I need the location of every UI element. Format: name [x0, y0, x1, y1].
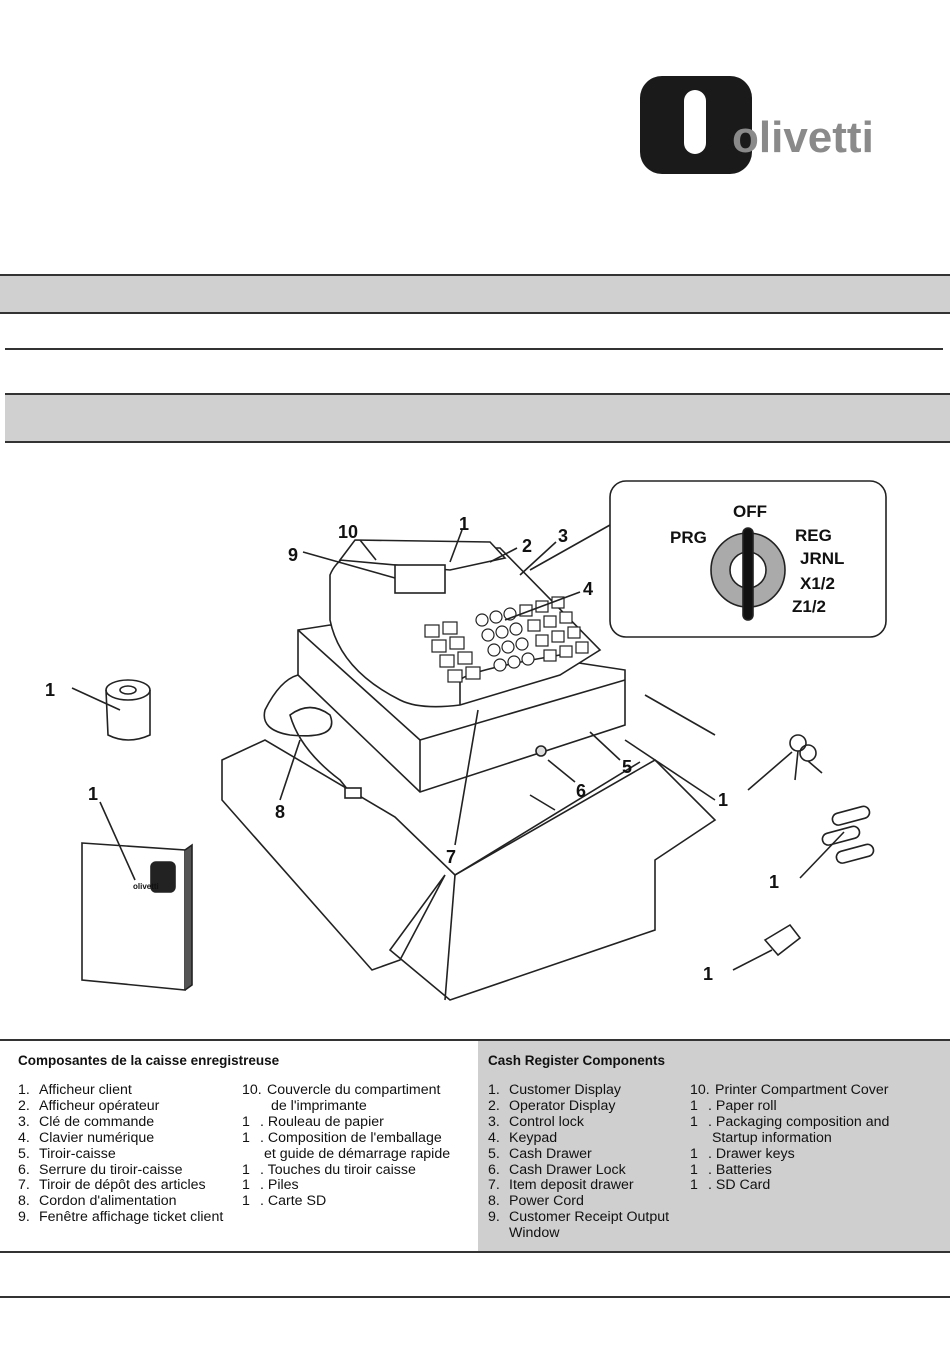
sd-card-drawing	[763, 923, 802, 957]
legend-title-fr: Composantes de la caisse enregistreuse	[18, 1053, 280, 1068]
components-legend: Composantes de la caisse enregistreuse 1…	[0, 1039, 950, 1253]
legend-list-en-1: 1.Customer Display 2.Operator Display 3.…	[488, 1082, 688, 1242]
list-item: 1. Rouleau de papier	[242, 1113, 384, 1130]
key-position-prg: PRG	[670, 528, 707, 547]
list-item: 3.Control lock	[488, 1113, 584, 1130]
key-position-x12: X1/2	[800, 574, 835, 593]
legend-list-en-2: 10.Printer Compartment Cover 1. Paper ro…	[690, 1082, 946, 1194]
list-item: 3.Clé de commande	[18, 1113, 155, 1130]
callout-numbers: 1 1 10 9 1 2 3 4 5 6 7 8 1 1 1	[45, 514, 779, 984]
callout-number: 9	[288, 545, 298, 565]
callout-number: 3	[558, 526, 568, 546]
list-item: 6.Cash Drawer Lock	[488, 1161, 626, 1178]
list-item: 1. Paper roll	[690, 1097, 777, 1114]
legend-list-fr-2: 10.Couvercle du compartiment de l'imprim…	[242, 1082, 474, 1210]
divider-rule	[5, 348, 943, 350]
callout-number: 1	[718, 790, 728, 810]
power-cord	[263, 674, 353, 796]
legend-english: Cash Register Components 1.Customer Disp…	[478, 1041, 950, 1251]
key-position-reg: REG	[795, 526, 832, 545]
olivetti-logo: olivetti	[640, 76, 874, 174]
list-item: 9.Fenêtre affichage ticket client	[18, 1209, 224, 1226]
list-item: 4.Keypad	[488, 1129, 558, 1146]
legend-french: Composantes de la caisse enregistreuse 1…	[0, 1041, 478, 1251]
list-item: 1.Afficheur client	[18, 1082, 132, 1098]
brand-wordmark: olivetti	[732, 113, 874, 162]
header-band-2	[5, 393, 950, 443]
footer-rule	[0, 1296, 950, 1298]
list-item: 1. Carte SD	[242, 1193, 327, 1210]
key-position-labels: OFF PRG REG JRNL X1/2 Z1/2	[670, 502, 844, 616]
box-outline	[221, 739, 717, 1001]
callout-number: 2	[522, 536, 532, 556]
manual-drawing	[81, 842, 193, 991]
list-item: 4.Clavier numérique	[18, 1129, 155, 1146]
list-item: 1. Batteries	[690, 1161, 772, 1178]
key-position-z12: Z1/2	[792, 597, 826, 616]
header-band-1	[0, 274, 950, 314]
list-item: 8.Cordon d'alimentation	[18, 1193, 177, 1210]
manual-brand-label: olivetti	[133, 882, 159, 891]
list-item: 7.Item deposit drawer	[488, 1177, 634, 1194]
drawer-keys-drawing	[789, 734, 823, 781]
list-item: 1. Piles	[242, 1177, 299, 1194]
callout-number: 1	[88, 784, 98, 804]
list-item: 7.Tiroir de dépôt des articles	[18, 1177, 206, 1194]
list-item: 8.Power Cord	[488, 1193, 584, 1210]
callout-number: 8	[275, 802, 285, 822]
key-position-off: OFF	[733, 502, 767, 521]
legend-list-fr-1: 1.Afficheur client 2.Afficheur opérateur…	[18, 1082, 240, 1226]
list-item: 1. Drawer keys	[690, 1145, 795, 1162]
batteries-drawing	[821, 805, 875, 864]
list-item: 1. SD Card	[690, 1177, 771, 1194]
list-item: 5.Tiroir-caisse	[18, 1145, 116, 1162]
callout-number: 1	[769, 872, 779, 892]
callout-number: 1	[703, 964, 713, 984]
list-item: 6.Serrure du tiroir-caisse	[18, 1161, 183, 1178]
callout-number: 6	[576, 781, 586, 801]
callout-number: 1	[45, 680, 55, 700]
callout-number: 4	[583, 579, 593, 599]
list-item: 10.Couvercle du compartiment de l'imprim…	[242, 1082, 441, 1114]
paper-roll-drawing	[105, 679, 151, 741]
callout-number: 7	[446, 847, 456, 867]
key-position-jrnl: JRNL	[800, 549, 844, 568]
list-item: 1. Packaging composition and Startup inf…	[690, 1113, 890, 1146]
list-item: 10.Printer Compartment Cover	[690, 1082, 889, 1098]
legend-title-en: Cash Register Components	[488, 1053, 666, 1068]
list-item: 1. Composition de l'emballage et guide d…	[242, 1129, 451, 1162]
list-item: 5.Cash Drawer	[488, 1145, 592, 1162]
keypad	[424, 596, 589, 683]
callout-number: 1	[459, 514, 469, 534]
list-item: 2.Afficheur opérateur	[18, 1097, 160, 1114]
list-item: 1. Touches du tiroir caisse	[242, 1161, 416, 1178]
callout-number: 10	[338, 522, 358, 542]
list-item: 2.Operator Display	[488, 1097, 616, 1114]
cash-register-illustration: 1 1 10 9 1 2 3 4 5 6 7 8 1 1 1 OFF PRG R…	[45, 480, 887, 1001]
list-item: 9.Customer Receipt Output Window	[488, 1209, 670, 1242]
list-item: 1.Customer Display	[488, 1082, 621, 1098]
callout-number: 5	[622, 757, 632, 777]
